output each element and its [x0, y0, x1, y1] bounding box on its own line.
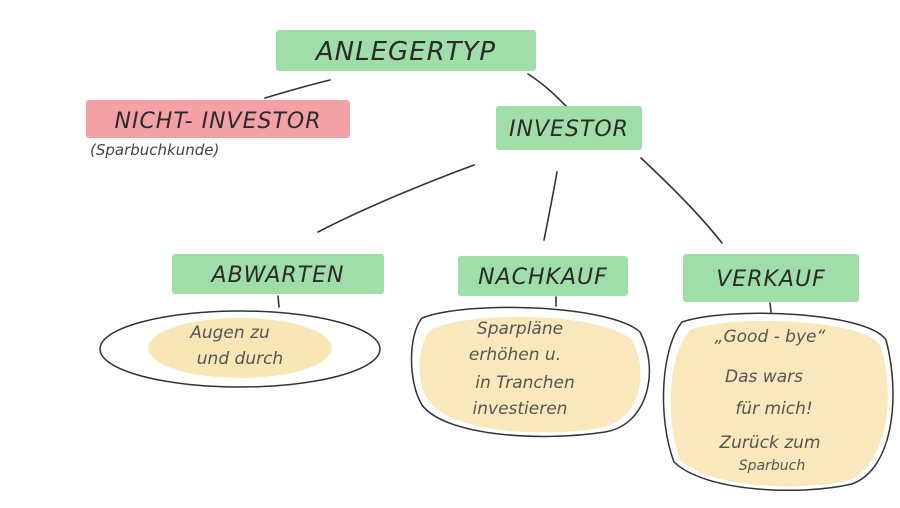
node-investor: INVESTOR [496, 106, 642, 150]
node-investor-label: INVESTOR [509, 117, 629, 142]
note-abwarten-line-1: Augen zu [189, 323, 270, 343]
node-anlegertyp-label: ANLEGERTYP [314, 37, 496, 67]
connector-verkauf-note [769, 302, 772, 313]
connector-abwarten-note [277, 295, 280, 308]
note-verkauf-line-3: für mich! [735, 399, 812, 419]
connector-root-investor [527, 73, 567, 107]
note-nachkauf: Sparpläne erhöhen u. in Tranchen investi… [410, 306, 651, 438]
note-verkauf-line-5: Sparbuch [739, 458, 805, 474]
node-nicht-investor-label: NICHT- INVESTOR [115, 109, 322, 134]
note-verkauf-line-2: Das wars [725, 367, 803, 387]
note-abwarten-line-2: und durch [197, 349, 283, 369]
node-abwarten-label: ABWARTEN [210, 263, 345, 288]
node-verkauf-label: VERKAUF [716, 267, 825, 292]
note-verkauf: „Good - bye“ Das wars für mich! Zurück z… [662, 312, 894, 492]
note-verkauf-line-1: „Good - bye“ [715, 327, 826, 347]
node-verkauf: VERKAUF [683, 254, 859, 302]
node-nachkauf: NACHKAUF [458, 256, 628, 296]
connector-investor-abwarten [317, 164, 475, 233]
note-nachkauf-line-3: in Tranchen [475, 373, 575, 393]
node-nachkauf-label: NACHKAUF [478, 265, 608, 290]
connector-investor-nachkauf [543, 171, 558, 241]
note-nachkauf-line-2: erhöhen u. [469, 345, 561, 365]
note-nachkauf-line-4: investieren [473, 399, 568, 419]
connector-root-noninvestor [264, 79, 331, 99]
connector-investor-verkauf [640, 157, 723, 244]
node-nicht-investor-sublabel: (Sparbuchkunde) [90, 141, 219, 159]
node-anlegertyp: ANLEGERTYP [276, 30, 536, 71]
note-abwarten: Augen zu und durch [99, 310, 381, 388]
node-abwarten: ABWARTEN [172, 254, 384, 294]
note-verkauf-line-4: Zurück zum [718, 433, 820, 453]
node-nicht-investor: NICHT- INVESTOR (Sparbuchkunde) [86, 100, 350, 159]
note-nachkauf-line-1: Sparpläne [477, 319, 563, 339]
